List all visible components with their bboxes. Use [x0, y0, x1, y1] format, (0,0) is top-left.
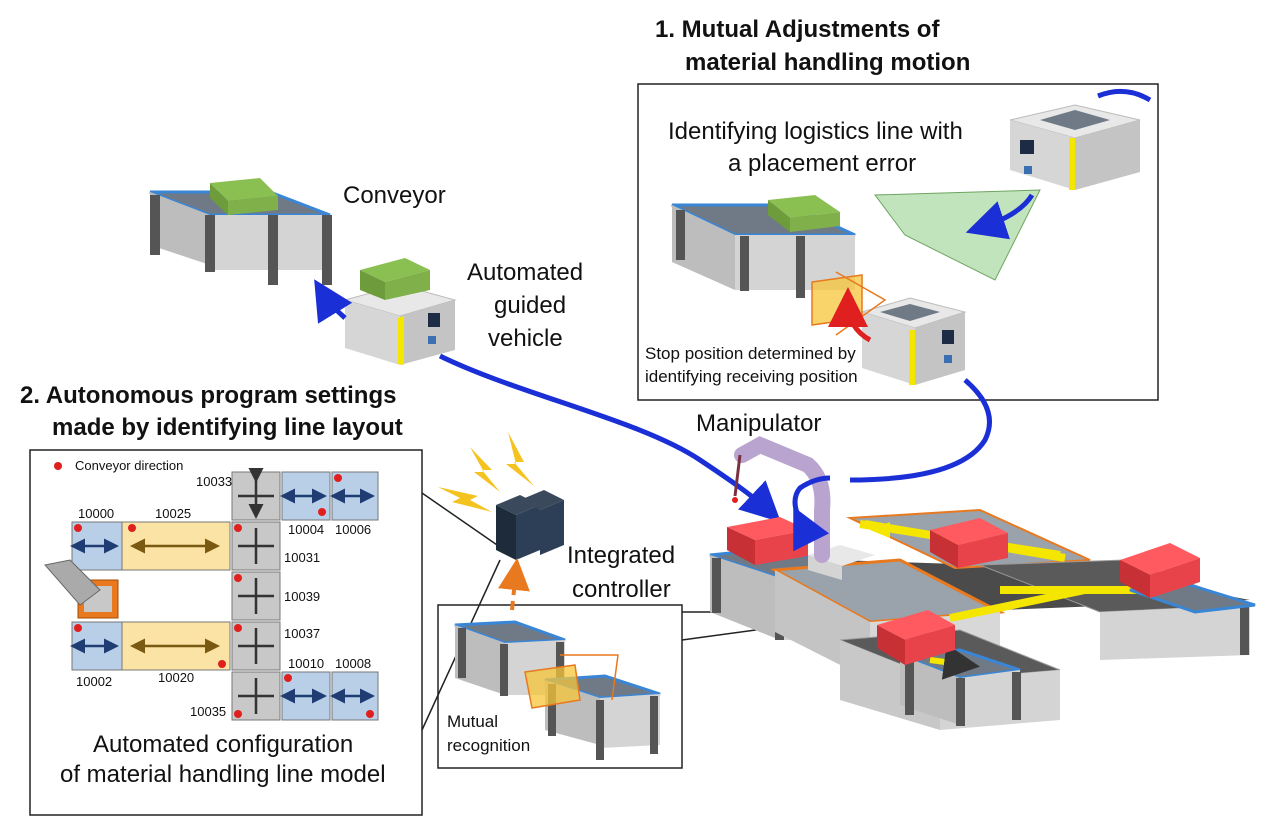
panel2-caption-2: of material handling line model — [60, 761, 386, 788]
integrated-controller-icon — [496, 490, 564, 560]
red-box-2 — [930, 518, 1008, 568]
panel1-identifying-2: a placement error — [728, 150, 916, 177]
panel1-exit-line — [849, 378, 992, 483]
id-10020: 10020 — [158, 670, 194, 685]
red-box-3 — [1120, 543, 1200, 598]
recognition-conveyor-b — [544, 674, 661, 760]
red-box-4 — [877, 610, 955, 665]
heading-autonomous-1: 2. Autonomous program settings — [20, 382, 396, 409]
red-box-1 — [727, 517, 808, 565]
legend-dot — [54, 462, 62, 470]
controller-signal-line — [498, 558, 530, 611]
panel1-agv-bottom — [860, 297, 967, 385]
panel1-stop-arrow — [828, 287, 872, 343]
id-10008: 10008 — [335, 656, 371, 671]
id-10035: 10035 — [190, 704, 226, 719]
id-10006: 10006 — [335, 522, 371, 537]
id-10031: 10031 — [284, 550, 320, 565]
heading-mutual-2: material handling motion — [685, 49, 970, 76]
lightning-2 — [506, 432, 534, 486]
heading-mutual-1: 1. Mutual Adjustments of — [655, 16, 940, 43]
id-10039: 10039 — [284, 589, 320, 604]
panel1-cable-arrow — [1097, 88, 1152, 103]
panel1-sensor-fan — [874, 189, 1041, 281]
label-agv-3: vehicle — [488, 325, 563, 352]
id-10004: 10004 — [288, 522, 324, 537]
id-10010: 10010 — [288, 656, 324, 671]
recognition-outline — [560, 654, 619, 701]
label-manipulator: Manipulator — [696, 410, 821, 437]
recognition-zone — [524, 664, 581, 709]
panel1-stop-1: Stop position determined by — [645, 344, 856, 363]
panel-mutual-adjustments — [637, 83, 1159, 401]
legend-conveyor-direction: Conveyor direction — [75, 458, 183, 473]
id-10025: 10025 — [155, 506, 191, 521]
panel2-caption-1: Automated configuration — [93, 731, 353, 758]
label-integrated-1: Integrated — [567, 542, 675, 569]
panel1-stop-2: identifying receiving position — [645, 367, 858, 386]
line-model-layout — [44, 462, 379, 721]
label-agv-2: guided — [494, 292, 566, 319]
recognition-label-2: recognition — [447, 736, 530, 755]
agv-path-arrow-main — [438, 353, 781, 523]
callout-line-left — [421, 492, 501, 548]
id-10033: 10033 — [196, 474, 232, 489]
label-conveyor: Conveyor — [343, 182, 446, 209]
conveyor-unit-top-left — [149, 178, 332, 285]
id-10037: 10037 — [284, 626, 320, 641]
agv-path-arrow-left — [314, 279, 353, 324]
heading-autonomous-2: made by identifying line layout — [52, 414, 403, 441]
id-10000: 10000 — [78, 506, 114, 521]
panel1-identifying-1: Identifying logistics line with — [668, 118, 963, 145]
panel1-conveyor — [671, 195, 856, 298]
recognition-label-1: Mutual — [447, 712, 498, 731]
panel1-fan-arrow — [965, 193, 1035, 240]
lightning-3 — [438, 487, 492, 512]
agv-left — [343, 258, 457, 365]
id-10002: 10002 — [76, 674, 112, 689]
panel1-agv-top — [1009, 104, 1141, 190]
label-agv-1: Automated — [467, 259, 583, 286]
label-integrated-2: controller — [572, 576, 671, 603]
lightning-1 — [470, 447, 500, 492]
manipulator-arrow — [792, 475, 831, 552]
